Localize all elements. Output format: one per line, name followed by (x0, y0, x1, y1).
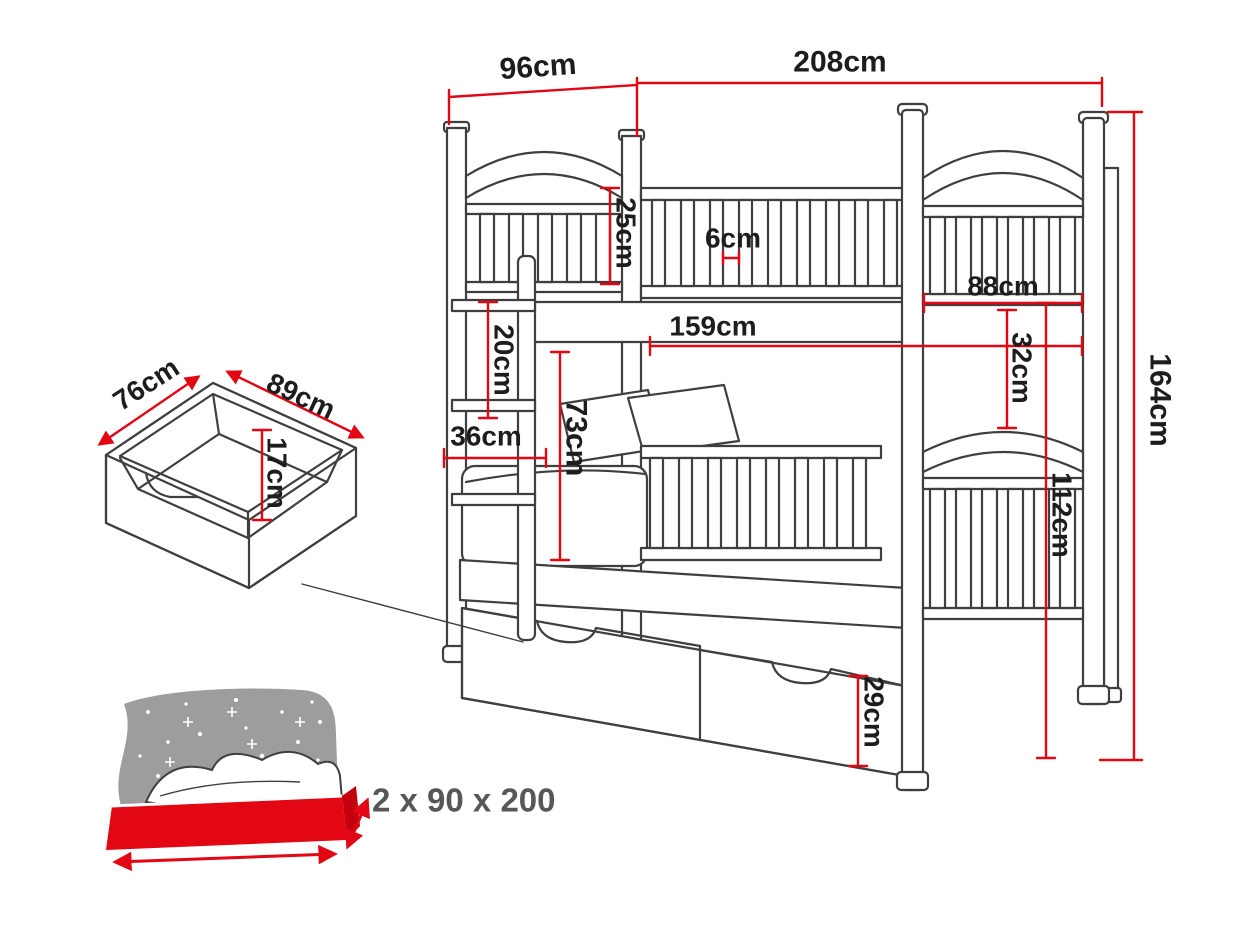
dim-inset-height-line (251, 428, 273, 522)
dim-lower-height-line (1035, 301, 1057, 760)
dim-lower-guard-line (996, 308, 1018, 430)
upper-guard-rail (639, 186, 909, 300)
slat-gap-label: 6cm (705, 223, 761, 254)
dimension-lines (97, 76, 1144, 768)
lower-mattress (460, 464, 649, 568)
inner-length-label: 159cm (669, 311, 756, 342)
end-width-label: 88cm (967, 271, 1039, 302)
pillows (558, 383, 741, 464)
lower-guard-label: 32cm (1007, 332, 1038, 404)
shelf-width-label: 36cm (450, 421, 522, 452)
bed-height-label: 164cm (1144, 353, 1177, 446)
dim-upper-guard-line (599, 186, 621, 286)
dim-shelf-width-line (442, 447, 548, 469)
dim-bed-height-line (1098, 110, 1144, 762)
bed-drawing (441, 102, 1123, 792)
dim-inner-length-line (648, 335, 1084, 357)
inset-height-label: 17cm (262, 437, 293, 509)
mattress-icon (106, 688, 370, 872)
mattress-front (106, 796, 347, 850)
mattress-size-label: 2 x 90 x 200 (372, 782, 556, 819)
upper-guard-label: 25cm (611, 197, 642, 269)
lower-guard-rail (639, 444, 883, 562)
inset-depth-label: 76cm (108, 351, 185, 416)
bed-depth-label: 96cm (499, 48, 578, 86)
dim-clearance-line (549, 350, 571, 562)
dim-shelf-spacing-line (477, 300, 499, 420)
dim-inset-width-line (225, 370, 365, 439)
dim-drawer-front-line (847, 674, 869, 768)
mattress-dimension-arrows (112, 797, 370, 872)
dim-slat-gap-line (721, 250, 741, 266)
shelf-unit (450, 254, 537, 642)
dim-bed-width-line (635, 76, 1104, 108)
dim-inset-depth-line (97, 375, 201, 446)
drawer-front-label: 29cm (859, 676, 890, 748)
shelf-spacing-label: 20cm (489, 324, 520, 396)
clearance-label: 73cm (560, 400, 593, 477)
bed-footboard-right (895, 102, 1111, 792)
bed-width-label: 208cm (793, 46, 886, 79)
mattress-top-edge (111, 794, 343, 808)
duvet-fold-line (159, 780, 301, 797)
lower-height-label: 112cm (1047, 472, 1078, 558)
dim-bed-depth-line (447, 76, 639, 138)
